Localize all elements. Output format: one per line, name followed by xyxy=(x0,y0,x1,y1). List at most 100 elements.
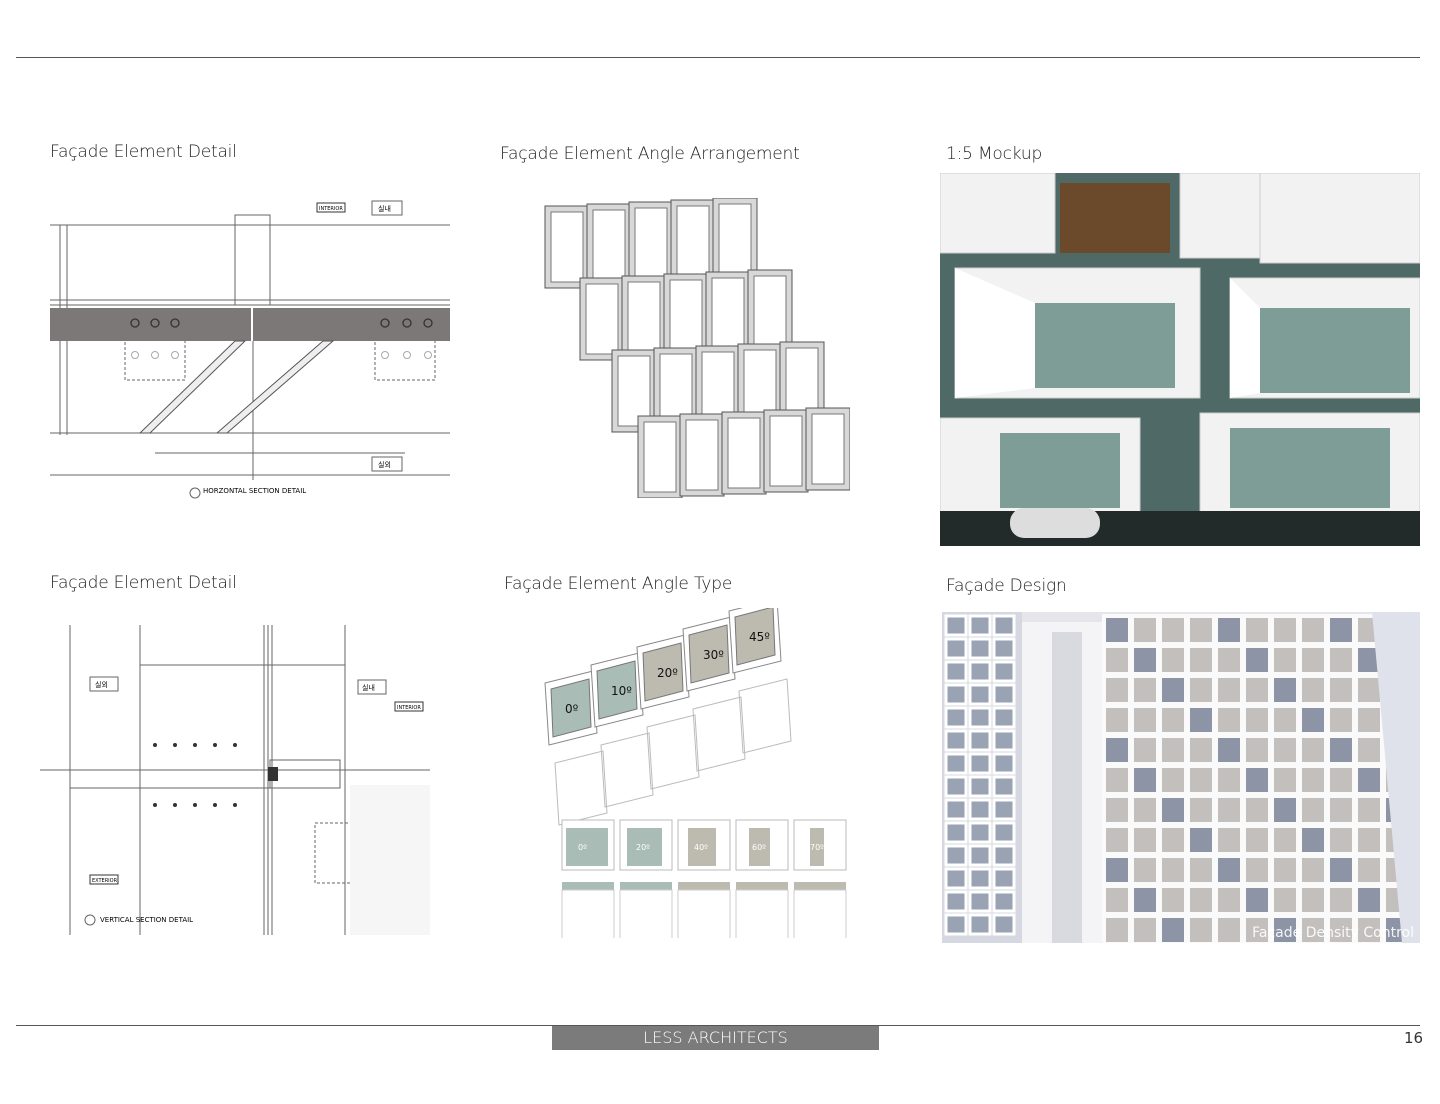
facade-module xyxy=(1242,674,1272,706)
frame-opening xyxy=(701,351,735,423)
window xyxy=(944,683,968,706)
window xyxy=(968,683,992,706)
facade-module xyxy=(1270,614,1300,646)
window xyxy=(992,867,1016,890)
horizontal-section-drawing: INTERIOR 실내 실외 HORZONTAL SECTION DETAIL xyxy=(50,200,450,499)
angle-label: 40º xyxy=(694,843,708,852)
facade-module xyxy=(1326,704,1356,736)
facade-module xyxy=(1130,794,1160,826)
facade-module xyxy=(1270,824,1300,856)
window xyxy=(968,798,992,821)
facade-module xyxy=(1326,884,1356,916)
window xyxy=(992,614,1016,637)
window xyxy=(992,775,1016,798)
facade-module xyxy=(1354,914,1384,943)
window xyxy=(992,890,1016,913)
facade-module xyxy=(1270,854,1300,886)
facade-module xyxy=(1354,764,1384,796)
render-caption: Façade Density Control xyxy=(1252,925,1414,941)
facade-module xyxy=(1158,614,1188,646)
window xyxy=(992,660,1016,683)
facade-module xyxy=(1242,794,1272,826)
drawing-label: 실내 xyxy=(362,683,375,692)
angle-outline xyxy=(646,714,700,790)
facade-module xyxy=(1130,854,1160,886)
facade-module xyxy=(1298,884,1328,916)
window xyxy=(992,844,1016,867)
facade-module xyxy=(1102,614,1132,646)
facade-module xyxy=(1214,824,1244,856)
facade-module xyxy=(1326,794,1356,826)
facade-module xyxy=(1354,674,1384,706)
facade-module xyxy=(1298,824,1328,856)
facade-module xyxy=(1158,734,1188,766)
facade-module xyxy=(1270,704,1300,736)
frame-opening xyxy=(659,353,693,425)
window xyxy=(944,798,968,821)
frame-opening xyxy=(727,417,761,489)
window xyxy=(968,660,992,683)
glass-edge xyxy=(620,882,672,890)
window xyxy=(944,890,968,913)
mockup-photo xyxy=(940,173,1420,546)
facade-module xyxy=(1326,824,1356,856)
facade-module xyxy=(1298,734,1328,766)
facade-module xyxy=(1270,884,1300,916)
frame-opening xyxy=(711,277,745,349)
frame-opening xyxy=(617,355,651,427)
angle-arrangement-drawing xyxy=(544,198,850,498)
window xyxy=(992,798,1016,821)
angle-label: 0º xyxy=(578,843,587,852)
facade-module xyxy=(1298,644,1328,676)
window xyxy=(944,844,968,867)
window xyxy=(944,913,968,936)
facade-module xyxy=(1214,644,1244,676)
facade-module xyxy=(1214,704,1244,736)
facade-module xyxy=(1298,614,1328,646)
frame-opening xyxy=(627,281,661,353)
facade-module xyxy=(1270,794,1300,826)
panel-title: Façade Element Angle Arrangement xyxy=(500,144,800,164)
panel-title: Façade Element Angle Type xyxy=(504,574,733,594)
facade-module xyxy=(1242,644,1272,676)
window xyxy=(992,821,1016,844)
window xyxy=(992,729,1016,752)
glass-panel xyxy=(627,828,662,866)
angle-label: 30º xyxy=(703,648,724,662)
facade-module xyxy=(1158,674,1188,706)
window xyxy=(968,614,992,637)
angle-outline xyxy=(619,889,673,938)
facade-module xyxy=(1326,734,1356,766)
page-number: 16 xyxy=(1404,1029,1424,1047)
facade-module xyxy=(1298,794,1328,826)
angle-outline xyxy=(554,750,608,826)
facade-module xyxy=(1186,764,1216,796)
angle-label: 20º xyxy=(636,843,650,852)
panel-title: Façade Element Detail xyxy=(50,573,237,593)
facade-module xyxy=(1158,854,1188,886)
facade-module xyxy=(1214,914,1244,943)
facade-module xyxy=(1130,764,1160,796)
window xyxy=(944,752,968,775)
facade-module xyxy=(1130,914,1160,943)
facade-module xyxy=(1102,854,1132,886)
window xyxy=(944,614,968,637)
glass-panel xyxy=(749,828,770,866)
facade-module xyxy=(1242,884,1272,916)
window xyxy=(968,821,992,844)
facade-module xyxy=(1214,674,1244,706)
glass-edge xyxy=(678,882,730,890)
facade-module xyxy=(1102,914,1132,943)
facade-design-render: Façade Density Control xyxy=(942,612,1420,943)
drawing-label: INTERIOR xyxy=(397,705,421,711)
glass-panel xyxy=(550,678,592,738)
angle-outline xyxy=(677,889,731,938)
window xyxy=(992,706,1016,729)
angle-outline xyxy=(793,889,847,938)
shadow xyxy=(1052,632,1082,943)
glass-panel xyxy=(734,608,776,666)
window xyxy=(992,752,1016,775)
angle-outline xyxy=(692,696,746,772)
